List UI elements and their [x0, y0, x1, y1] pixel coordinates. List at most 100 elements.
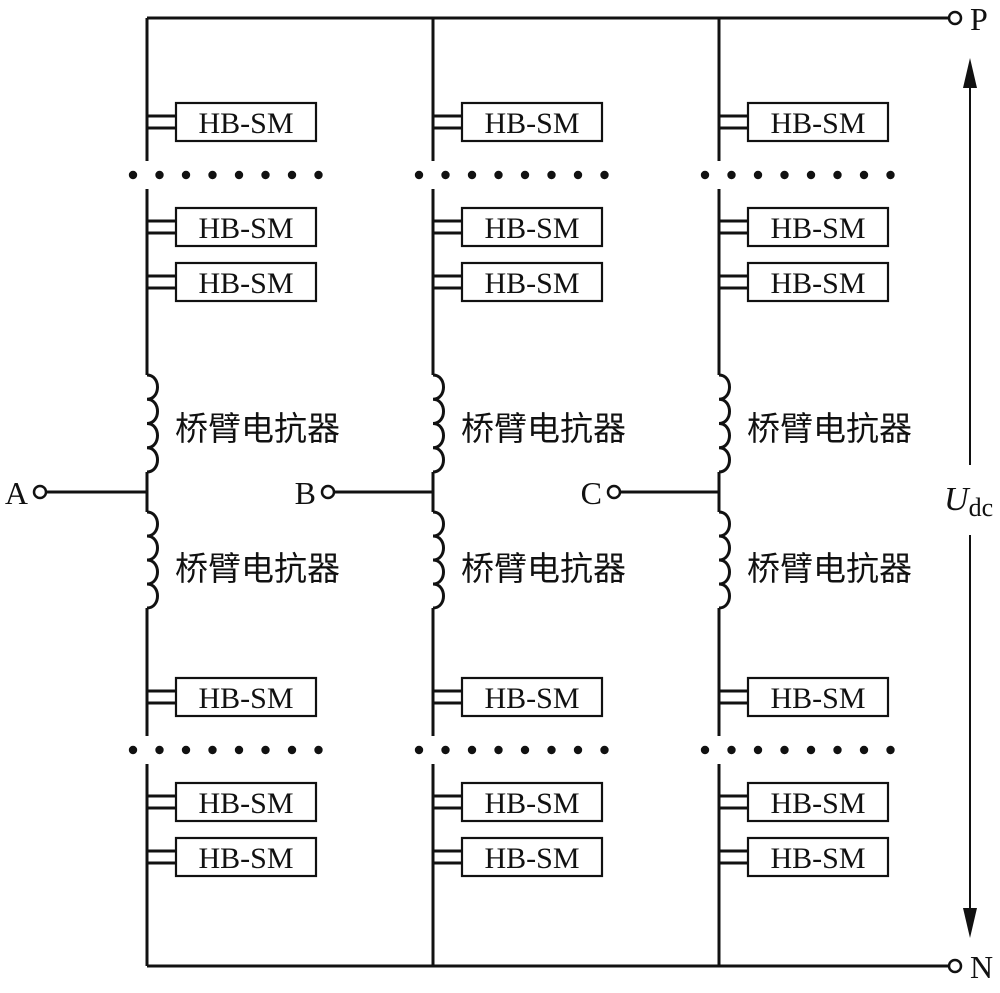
hb-sm-module: HB-SM [174, 676, 318, 718]
hb-sm-module: HB-SM [746, 261, 890, 303]
hb-sm-label: HB-SM [198, 107, 293, 140]
hb-sm-module: HB-SM [174, 836, 318, 878]
hb-sm-box [746, 206, 890, 248]
hb-sm-box [174, 206, 318, 248]
upper-arm-inductor [432, 373, 445, 474]
lower-reactor-label: 桥臂电抗器 [175, 549, 340, 588]
hb-sm-label: HB-SM [484, 107, 579, 140]
upper-reactor-label: 桥臂电抗器 [175, 409, 340, 448]
hb-sm-module: HB-SM [746, 101, 890, 143]
ellipsis-dot [414, 170, 424, 180]
ellipsis-dots [128, 170, 895, 755]
hb-sm-module: HB-SM [460, 781, 604, 823]
ellipsis-dot [753, 745, 763, 755]
hb-sm-module: HB-SM [174, 261, 318, 303]
ellipsis-dot [547, 745, 556, 755]
ellipsis-dot [806, 745, 816, 755]
hb-sm-box [460, 676, 604, 718]
hb-sm-module: HB-SM [746, 781, 890, 823]
hb-sm-label: HB-SM [770, 682, 865, 715]
ellipsis-dot [494, 745, 503, 755]
hb-sm-module: HB-SM [174, 781, 318, 823]
ellipsis-dot [886, 745, 895, 755]
ellipsis-dot [181, 170, 191, 180]
hb-sm-label: HB-SM [770, 787, 865, 820]
hb-sm-label: HB-SM [484, 267, 579, 300]
hb-sm-label: HB-SM [770, 842, 865, 875]
ellipsis-dot [314, 745, 323, 755]
ellipsis-dot [314, 170, 323, 180]
wiring [46, 16, 948, 968]
ac-terminal-node [320, 484, 336, 500]
hb-sm-label: HB-SM [198, 212, 293, 245]
hb-sm-box [460, 206, 604, 248]
ellipsis-dot [600, 745, 609, 755]
hb-sm-label: HB-SM [770, 267, 865, 300]
ellipsis-dot [467, 170, 477, 180]
ellipsis-dot [441, 745, 450, 755]
hb-sm-label: HB-SM [198, 842, 293, 875]
ellipsis-dot [700, 745, 710, 755]
hb-sm-box [746, 676, 890, 718]
hb-sm-module: HB-SM [746, 206, 890, 248]
ellipsis-dot [208, 170, 217, 180]
hb-sm-module: HB-SM [460, 101, 604, 143]
dc-voltage-label: Udc [944, 481, 993, 522]
hb-sm-box [746, 261, 890, 303]
hb-sm-box [174, 836, 318, 878]
ellipsis-dot [833, 170, 842, 180]
lower-reactor-label: 桥臂电抗器 [461, 549, 626, 588]
hb-sm-module: HB-SM [460, 206, 604, 248]
ellipsis-dot [261, 170, 270, 180]
ac-terminal-node [606, 484, 622, 500]
dc-voltage-subscript: dc [969, 493, 994, 522]
ellipsis-dot [155, 745, 164, 755]
ellipsis-dot [208, 745, 217, 755]
ellipsis-dot [234, 745, 244, 755]
hb-sm-box [174, 676, 318, 718]
lower-arm-inductor [432, 510, 445, 610]
ellipsis-dot [467, 745, 477, 755]
upper-arm-inductor [146, 373, 159, 474]
hb-sm-label: HB-SM [198, 787, 293, 820]
hb-sm-box [460, 781, 604, 823]
hb-sm-module: HB-SM [174, 101, 318, 143]
ellipsis-dot [600, 170, 609, 180]
ellipsis-dot [547, 170, 556, 180]
hb-sm-label: HB-SM [484, 212, 579, 245]
hb-sm-module: HB-SM [460, 676, 604, 718]
upper-reactor-label: 桥臂电抗器 [747, 409, 912, 448]
hb-sm-label: HB-SM [484, 682, 579, 715]
hb-sm-box [746, 101, 890, 143]
ellipsis-dot [287, 170, 297, 180]
dc-voltage-symbol: U [944, 481, 971, 518]
ellipsis-dot [414, 745, 424, 755]
hb-sm-box [460, 101, 604, 143]
hb-sm-box [746, 781, 890, 823]
ellipsis-dot [441, 170, 450, 180]
hb-sm-box [174, 261, 318, 303]
ellipsis-dot [520, 745, 530, 755]
hb-sm-box [174, 101, 318, 143]
hb-sm-module: HB-SM [460, 261, 604, 303]
hb-sm-box [174, 781, 318, 823]
ac-terminal-label: C [581, 475, 602, 511]
ellipsis-dot [287, 745, 297, 755]
ellipsis-dot [806, 170, 816, 180]
terminal-n-node [947, 958, 963, 974]
ac-terminal-label: A [5, 475, 28, 511]
ellipsis-dot [700, 170, 710, 180]
hb-sm-module: HB-SM [746, 836, 890, 878]
ellipsis-dot [261, 745, 270, 755]
lower-reactor-label: 桥臂电抗器 [747, 549, 912, 588]
hb-sm-label: HB-SM [484, 842, 579, 875]
ellipsis-dot [727, 745, 736, 755]
ellipsis-dot [181, 745, 191, 755]
ac-terminal-label: B [295, 475, 316, 511]
ellipsis-dot [573, 170, 583, 180]
hb-sm-label: HB-SM [770, 107, 865, 140]
lower-arm-inductor [146, 510, 159, 610]
ellipsis-dot [886, 170, 895, 180]
